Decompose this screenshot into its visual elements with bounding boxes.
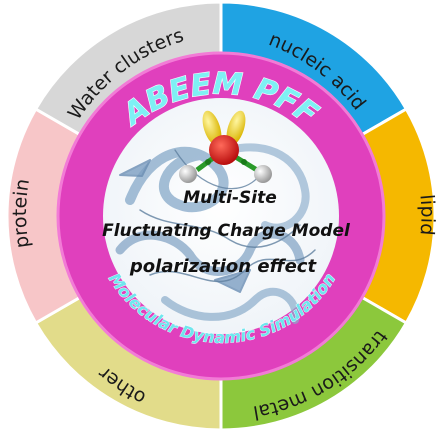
protein-ribbon-image bbox=[115, 143, 316, 324]
oxygen-atom bbox=[209, 135, 239, 165]
lone-pair-left bbox=[202, 110, 222, 146]
segment-label-lipid: lipid bbox=[415, 193, 438, 236]
lone-pair-right bbox=[226, 110, 246, 146]
water-molecule-icon bbox=[179, 110, 272, 183]
center-line-3: polarization effect bbox=[129, 256, 318, 277]
hydrogen-atom-right bbox=[254, 165, 272, 183]
center-line-2: Fluctuating Charge Model bbox=[102, 221, 351, 241]
hydrogen-atom-left bbox=[179, 165, 197, 183]
center-line-1: Multi-Site bbox=[183, 188, 277, 208]
pink-ring-highlight bbox=[56, 51, 386, 381]
segment-label-protein: protein bbox=[9, 177, 34, 249]
